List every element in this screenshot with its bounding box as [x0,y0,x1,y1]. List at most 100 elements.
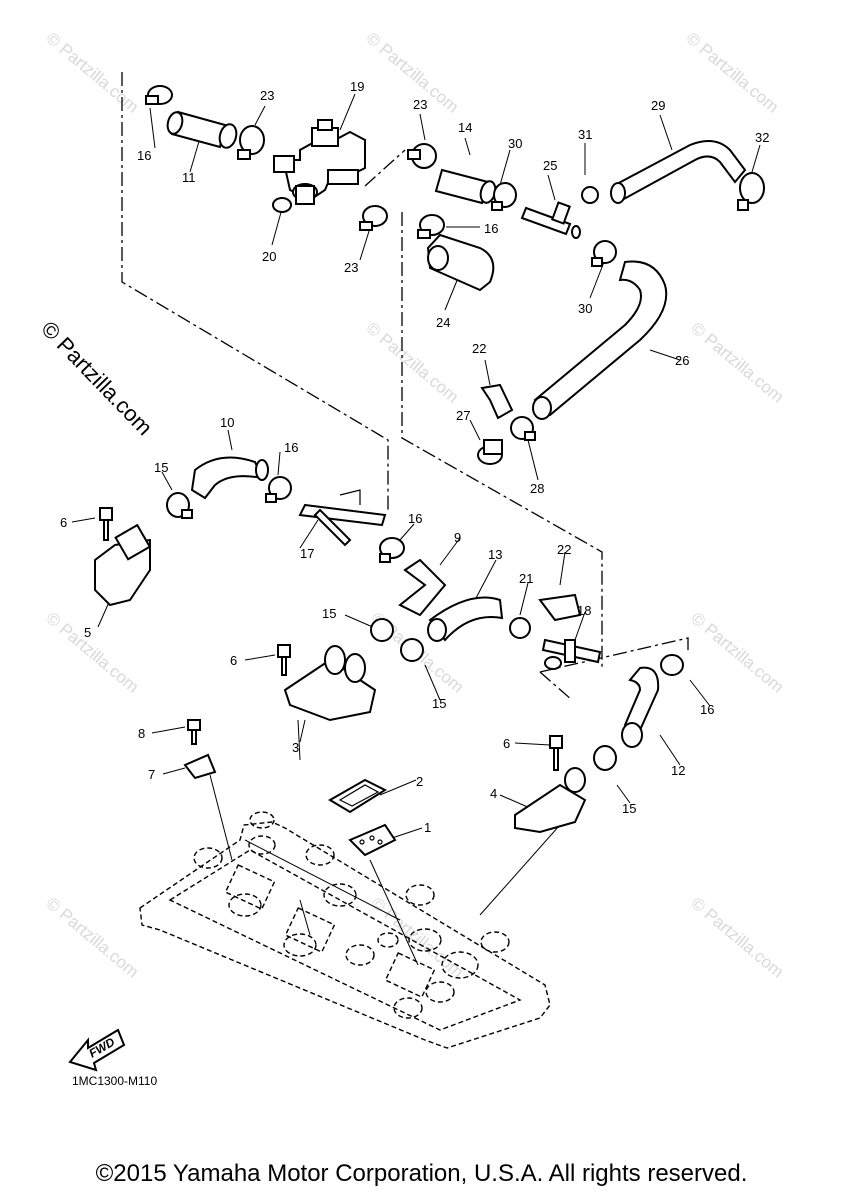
callout-4: 4 [490,786,497,801]
bolt-6-b [277,644,291,676]
callout-12: 12 [671,763,685,778]
callout-7: 7 [148,767,155,782]
callout-27: 27 [456,408,470,423]
callout-6: 6 [503,736,510,751]
callout-15: 15 [322,606,336,621]
bracket-22-a [480,383,514,420]
callout-6: 6 [230,653,237,668]
valve-cover [139,811,551,1049]
callout-32: 32 [755,130,769,145]
callout-16: 16 [137,148,151,163]
callout-labels: 1 2 3 4 5 6 6 6 7 8 9 10 11 12 13 14 15 … [60,79,769,835]
clamp-16-left [265,476,292,503]
callout-13: 13 [488,547,502,562]
callout-3: 3 [292,740,299,755]
callout-22: 22 [557,542,571,557]
bolt-6-a [99,507,113,541]
callout-19: 19 [350,79,364,94]
callout-23: 23 [344,260,358,275]
cover-3 [283,645,377,722]
hose-10 [190,456,269,500]
callout-31: 31 [578,127,592,142]
hose-12 [621,666,660,748]
callout-15: 15 [622,801,636,816]
hose-11 [166,110,238,149]
callout-10: 10 [220,415,234,430]
callout-20: 20 [262,249,276,264]
callout-15: 15 [154,460,168,475]
clamp-15-c [400,638,424,662]
hose-24 [426,233,495,292]
bolt-6-c [549,735,563,771]
plate-1 [348,823,397,857]
callout-23: 23 [260,88,274,103]
watermark-text: © Partzilla.com [42,894,142,982]
callout-15: 15 [432,696,446,711]
callout-22: 22 [472,341,486,356]
clamp-16-top [145,85,173,105]
watermark-text: © Partzilla.com [362,319,462,407]
clamp-23-b [359,205,388,231]
callout-16: 16 [484,221,498,236]
watermark-text: © Partzilla.com [367,894,467,982]
callout-26: 26 [675,353,689,368]
callout-18: 18 [577,603,591,618]
clamp-15-a [166,492,193,519]
watermark-text: © Partzilla.com [42,609,142,697]
watermark-text: © Partzilla.com [682,29,782,117]
o-ring-20 [272,197,292,213]
cap-31 [581,186,599,204]
callout-29: 29 [651,98,665,113]
callout-17: 17 [300,546,314,561]
joint-18 [541,638,602,670]
reed-valve-2 [328,778,388,814]
clamp-16-right [660,654,684,676]
leader-lines [71,93,761,966]
callout-2: 2 [416,774,423,789]
clamp-15-b [370,618,394,642]
callout-24: 24 [436,315,450,330]
watermark-text: © Partzilla.com [687,894,787,982]
callout-23: 23 [413,97,427,112]
clamp-30-a [491,182,517,211]
callout-6: 6 [60,515,67,530]
hose-26 [532,260,668,420]
plate-7 [183,753,217,780]
air-cut-valve-19 [273,119,366,205]
watermark-text: © Partzilla.com [42,29,142,117]
diagram-reference-code: 1MC1300-M110 [72,1074,157,1088]
bracket-22-b [538,593,582,622]
hose-9 [398,558,447,617]
cap-27 [477,439,503,465]
cover-4 [514,767,587,834]
callout-16: 16 [700,702,714,717]
clamp-16-mid [417,214,445,239]
clamp-16-b [379,537,405,563]
fwd-arrow-icon: FWD [68,1028,126,1072]
callout-16: 16 [284,440,298,455]
joint-25 [520,201,581,239]
clamp-23-a [237,125,265,160]
hose-29 [610,140,747,204]
clamp-15-d [593,745,617,771]
clamp-28 [510,416,536,441]
callout-14: 14 [458,120,472,135]
copyright-notice: ©2015 Yamaha Motor Corporation, U.S.A. A… [95,1160,748,1187]
pipe-17 [298,489,387,547]
callout-9: 9 [454,530,461,545]
cover-5 [94,523,152,607]
clamp-23-c [407,143,437,169]
callout-30: 30 [578,301,592,316]
hose-14 [434,168,497,205]
clamp-21 [509,617,531,639]
callout-11: 11 [182,170,196,185]
hose-13 [427,596,504,642]
cap-32 [737,172,765,211]
callout-28: 28 [530,481,544,496]
callout-16: 16 [408,511,422,526]
watermark-large: © Partzilla.com [36,316,157,440]
callout-25: 25 [543,158,557,173]
bolt-8 [187,719,201,745]
callout-30: 30 [508,136,522,151]
